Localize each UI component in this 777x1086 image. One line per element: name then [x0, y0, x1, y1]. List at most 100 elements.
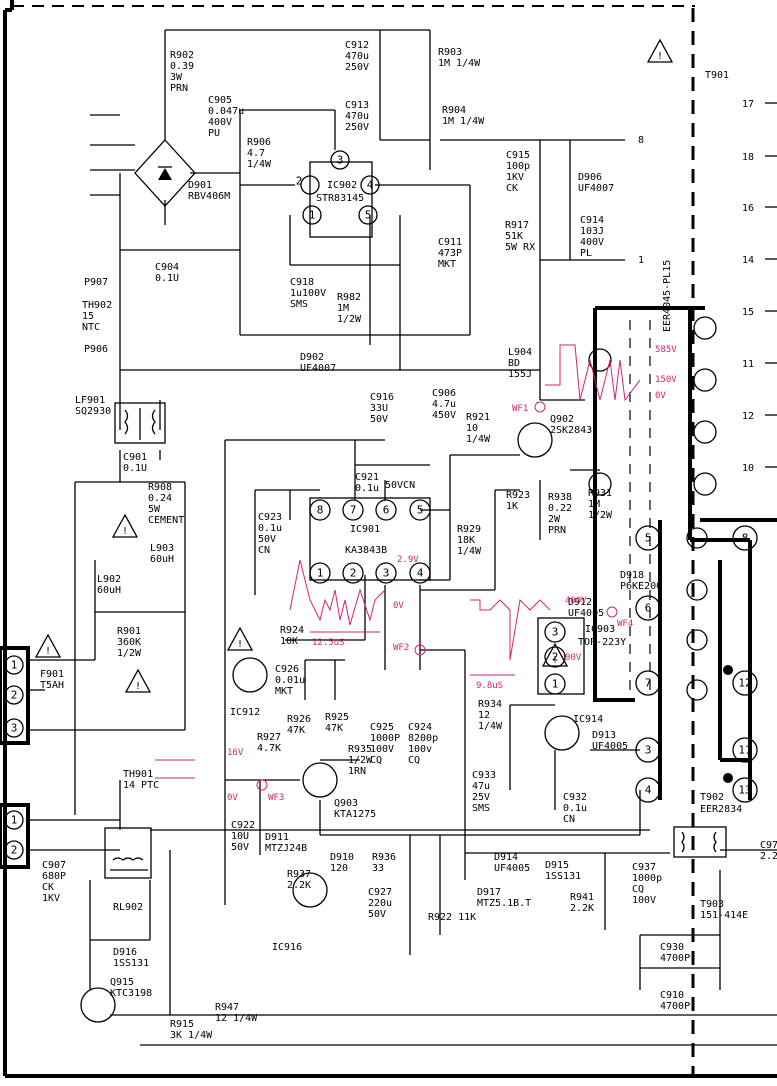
- ic901-part: KA3843B: [345, 545, 387, 556]
- svg-text:!: !: [237, 639, 243, 650]
- ic914-opto: [544, 715, 580, 751]
- wf1-zero: 0V: [655, 391, 666, 401]
- svg-text:5: 5: [645, 532, 652, 545]
- t902-title: T902: [700, 792, 724, 803]
- bridge-rectifier: [134, 139, 196, 207]
- ic902-part: STR83145: [316, 193, 364, 204]
- svg-text:7: 7: [350, 504, 357, 517]
- svg-text:5: 5: [417, 504, 424, 517]
- t901-pin-11: 11: [742, 359, 754, 370]
- t901-title: T901: [705, 70, 729, 81]
- svg-text:4: 4: [645, 784, 652, 797]
- wf2-label: WF2: [393, 643, 409, 653]
- svg-text:7: 7: [645, 677, 652, 690]
- svg-text:4: 4: [367, 179, 374, 192]
- warning-icon: !: [226, 626, 254, 651]
- label-ic912: IC912: [230, 707, 260, 718]
- t903-part: 151-414E: [700, 910, 748, 921]
- label-p907: P907: [84, 277, 108, 288]
- ic901-title: IC901: [350, 524, 380, 535]
- svg-text:5: 5: [365, 209, 372, 222]
- q902-mosfet: [517, 422, 553, 458]
- wf1-peak: 585V: [655, 345, 677, 355]
- warning-icon: !: [34, 633, 62, 658]
- svg-text:!: !: [552, 655, 558, 666]
- svg-text:3: 3: [337, 154, 344, 167]
- wiring: [30, 29, 777, 1046]
- transistors: [80, 422, 580, 1023]
- t901-pin-16: 16: [742, 203, 754, 214]
- wf4-period: 9.8uS: [476, 681, 503, 691]
- svg-text:!: !: [45, 646, 51, 657]
- svg-text:3: 3: [383, 567, 390, 580]
- svg-text:6: 6: [645, 602, 652, 615]
- q903-transistor: [302, 762, 338, 798]
- svg-text:3: 3: [552, 626, 559, 639]
- connector-ac-input: 1 2 3: [0, 646, 30, 745]
- svg-text:2: 2: [11, 689, 18, 702]
- t902-transformer: 5 6 7 8 12 3 11 4 13 T902 EER2834: [635, 525, 758, 815]
- warning-icon: !: [541, 642, 569, 667]
- svg-text:1: 1: [317, 567, 324, 580]
- svg-text:!: !: [135, 681, 141, 692]
- t901-header: T901 EER4045-PL15 17 18 16 14 15 11 12 1…: [662, 70, 777, 474]
- wf3-zero: 0V: [227, 793, 238, 803]
- ic903-part: TOP-223Y: [578, 637, 626, 648]
- warning-icon: !: [646, 38, 674, 63]
- warning-icon: !: [111, 513, 139, 538]
- wf4-mid: 90V: [565, 653, 582, 663]
- svg-text:!: !: [122, 526, 128, 537]
- ic903-chip: 3 2 1 IC903 TOP-223Y: [537, 617, 626, 695]
- svg-text:2: 2: [11, 844, 18, 857]
- label-p906: P906: [84, 344, 108, 355]
- ic902-chip: 3 2 4 1 5 IC902 STR83145: [296, 150, 380, 238]
- wf2-period: 12.5uS: [312, 638, 345, 648]
- wf2-level: 2.9V: [397, 555, 419, 565]
- wf3-level: 16V: [227, 748, 244, 758]
- ic916-opto: [292, 872, 328, 908]
- t901-pin-15: 15: [742, 307, 754, 318]
- svg-text:!: !: [657, 51, 663, 62]
